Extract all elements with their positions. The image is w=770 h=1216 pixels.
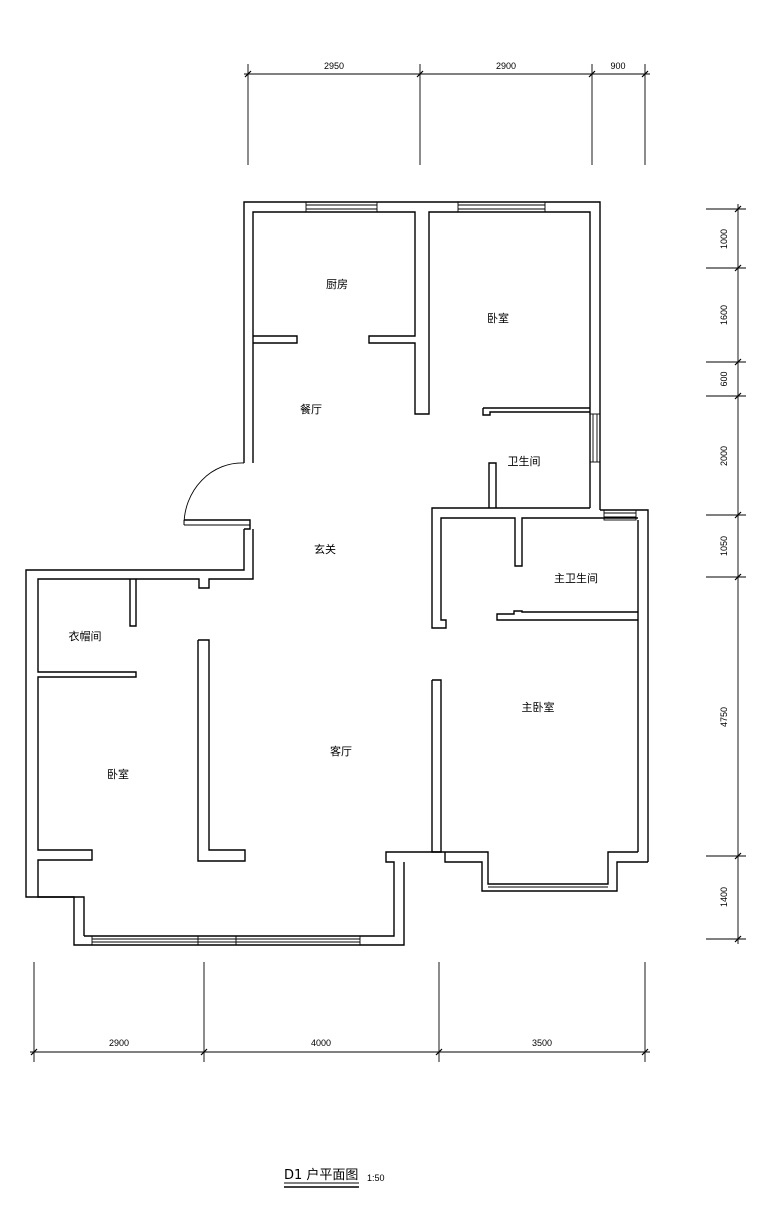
room-label-cloakroom: 衣帽间 — [69, 629, 102, 643]
drawing-title-text: D1 户平面图 — [284, 1167, 358, 1183]
right-dimension-label-2: 1600 — [719, 305, 729, 325]
right-dimension-label-5: 1050 — [719, 536, 729, 556]
right-dimension-label-1: 1000 — [719, 229, 729, 249]
right-dimension-label-4: 2000 — [719, 446, 729, 466]
right-dimension-label-6: 4750 — [719, 707, 729, 727]
room-label-foyer: 玄关 — [314, 542, 336, 556]
bottom-dimension-label-1: 2900 — [109, 1038, 129, 1048]
drawing-scale-text: 1:50 — [367, 1173, 385, 1183]
bedroom-north-window — [457, 201, 546, 213]
top-dimension-label-1: 2950 — [324, 61, 344, 71]
top-dimension-label-2: 2900 — [496, 61, 516, 71]
room-label-bathroom: 卫生间 — [508, 454, 541, 468]
top-dimension-group: 2950 2900 900 — [244, 61, 650, 165]
entry-door — [183, 462, 251, 530]
top-dimension-label-3: 900 — [610, 61, 625, 71]
room-label-bedroom-west: 卧室 — [107, 767, 129, 781]
bottom-dimension-label-2: 4000 — [311, 1038, 331, 1048]
right-dimension-label-3: 600 — [719, 371, 729, 386]
bathroom-window — [589, 413, 601, 463]
right-dimension-label-7: 1400 — [719, 887, 729, 907]
room-label-master-bathroom: 主卫生间 — [554, 571, 598, 585]
bottom-dimension-label-3: 3500 — [532, 1038, 552, 1048]
room-label-dining: 餐厅 — [300, 402, 322, 416]
right-dimension-group: 1000 1600 600 2000 1050 4750 1400 — [706, 204, 746, 944]
room-label-master-bedroom: 主卧室 — [522, 700, 555, 714]
interior-walls — [129, 407, 638, 862]
room-label-kitchen: 厨房 — [326, 278, 348, 291]
room-labels: 厨房 卧室 餐厅 卫生间 玄关 主卫生间 衣帽间 主卧室 卧室 客厅 — [69, 278, 599, 781]
drawing-title: D1 户平面图 1:50 — [284, 1167, 385, 1188]
bottom-dimension-group: 2900 4000 3500 — [30, 962, 650, 1062]
living-room-window — [91, 935, 361, 946]
room-label-bedroom-north: 卧室 — [487, 311, 509, 325]
exterior-walls — [25, 201, 649, 946]
room-label-living-room: 客厅 — [330, 744, 352, 758]
kitchen-window — [305, 201, 378, 213]
master-bath-window — [603, 509, 637, 521]
